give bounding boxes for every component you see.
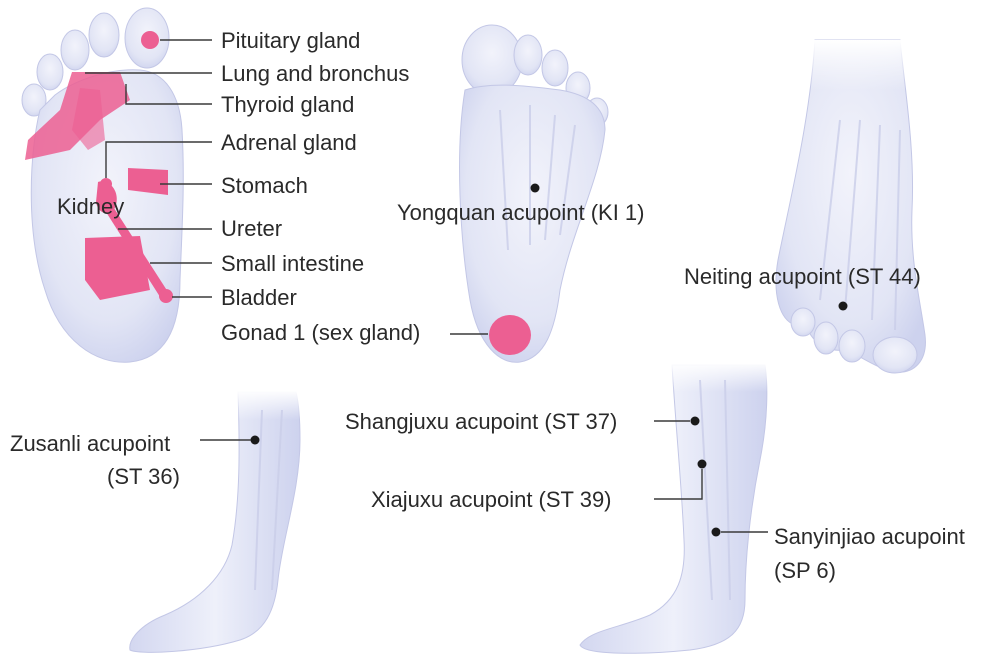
bladder-zone xyxy=(159,289,173,303)
xiajuxu-point xyxy=(698,460,707,469)
sole-acupoint-figure xyxy=(460,25,608,362)
small-intestine-zone xyxy=(85,236,150,300)
label-kidney: Kidney xyxy=(57,194,124,219)
leg-zusanli-figure xyxy=(130,390,305,652)
label-neiting: Neiting acupoint (ST 44) xyxy=(684,264,921,289)
label-yongquan: Yongquan acupoint (KI 1) xyxy=(397,200,645,225)
dorsal-foot-figure xyxy=(776,40,930,373)
label-gonad: Gonad 1 (sex gland) xyxy=(221,320,420,345)
shangjuxu-point xyxy=(691,417,700,426)
label-lung-bronchus: Lung and bronchus xyxy=(221,61,409,86)
label-sanyinjiao-1: Sanyinjiao acupoint xyxy=(774,524,965,549)
label-stomach: Stomach xyxy=(221,173,308,198)
sole-reflexology-figure xyxy=(22,8,183,362)
pituitary-zone xyxy=(141,31,159,49)
label-small-intestine: Small intestine xyxy=(221,251,364,276)
label-xiajuxu: Xiajuxu acupoint (ST 39) xyxy=(371,487,612,512)
label-bladder: Bladder xyxy=(221,285,297,310)
label-sanyinjiao-2: (SP 6) xyxy=(774,558,836,583)
zusanli-point xyxy=(251,436,260,445)
yongquan-point xyxy=(531,184,540,193)
neiting-point xyxy=(839,302,848,311)
label-zusanli-2: (ST 36) xyxy=(107,464,180,489)
label-zusanli-1: Zusanli acupoint xyxy=(10,431,170,456)
label-shangjuxu: Shangjuxu acupoint (ST 37) xyxy=(345,409,617,434)
label-thyroid-gland: Thyroid gland xyxy=(221,92,354,117)
gonad-zone xyxy=(489,315,531,355)
sanyinjiao-point xyxy=(712,528,721,537)
label-adrenal-gland: Adrenal gland xyxy=(221,130,357,155)
label-ureter: Ureter xyxy=(221,216,282,241)
label-pituitary-gland: Pituitary gland xyxy=(221,28,360,53)
